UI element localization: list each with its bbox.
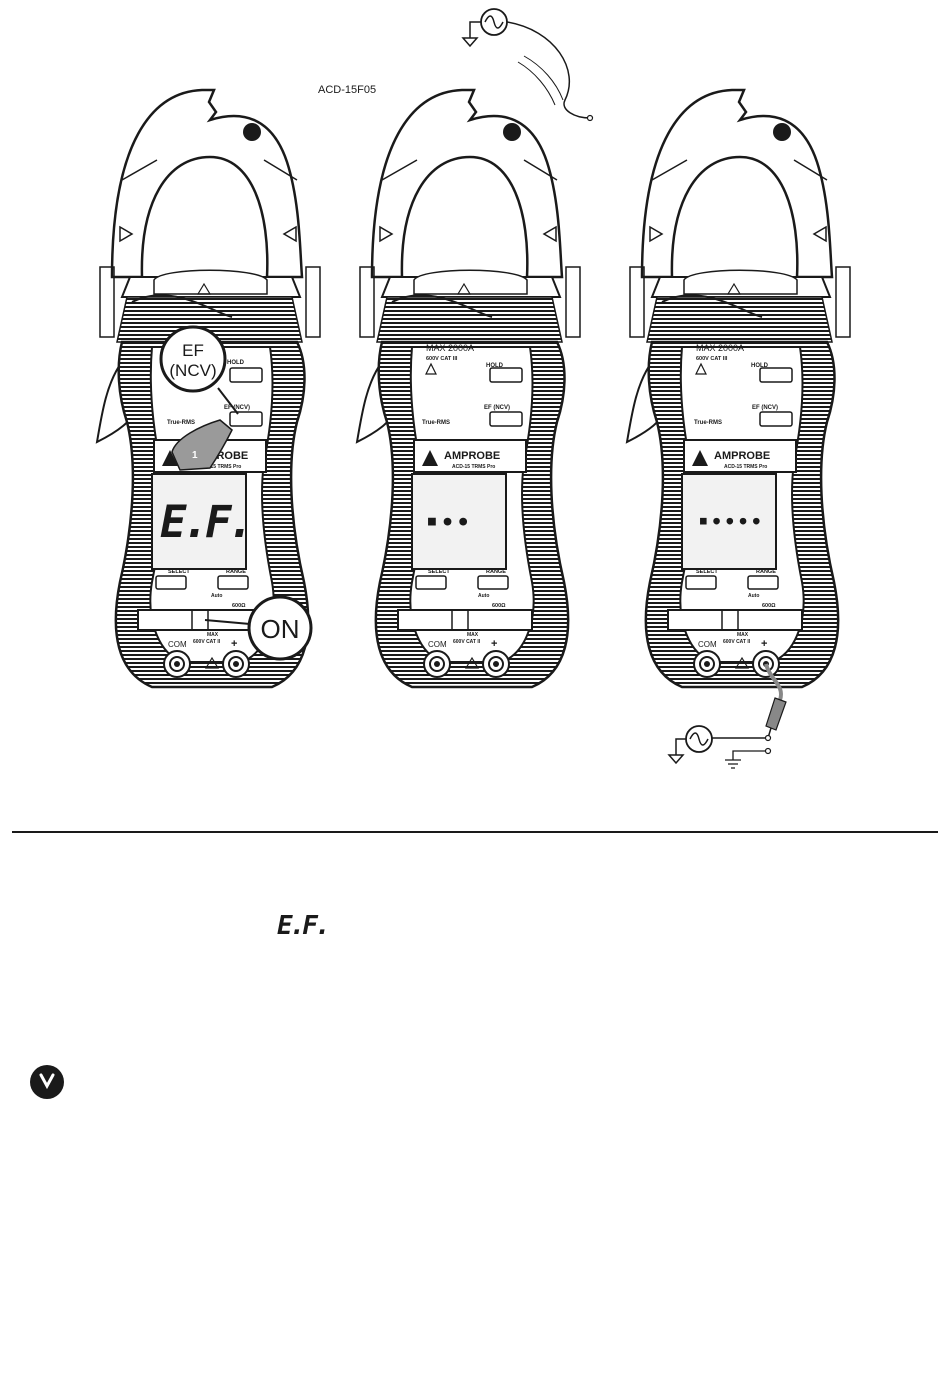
select-label: SELECT [696,569,718,575]
range-label: RANGE [486,569,506,575]
max-current-label: MAX 2000A [426,343,474,353]
true-rms-label: True-RMS [422,420,450,426]
ground-icon [667,738,686,765]
jack-category-label: 600V CAT II [453,639,481,645]
lcd-reading: E.F. [160,497,250,548]
com-label: COM [698,640,717,649]
jack-category-label: 600V CAT II [723,639,751,645]
max-label: MAX [207,632,219,638]
com-label: COM [168,640,187,649]
resistance-label: 600Ω [232,603,246,609]
callout-on: ON [261,614,300,644]
max-label: MAX [467,632,479,638]
select-label: SELECT [428,569,450,575]
hold-label: HOLD [227,360,245,366]
select-label: SELECT [168,569,190,575]
pressing-finger: 1 [171,419,233,471]
model-label: ACD-15 TRMS Pro [198,464,241,470]
auto-label: Auto [748,593,759,599]
plus-label: + [231,638,237,650]
bullet-icon [30,1065,64,1099]
step-number: 1 [192,450,198,461]
jack-category-label: 600V CAT II [193,639,221,645]
max-label: MAX [737,632,749,638]
plus-label: + [761,638,767,650]
lcd-reading: ■ ● ● ● ● [700,514,760,527]
ef-ncv-callout: EF (NCV) [159,325,239,415]
ground-icon [461,21,481,48]
hold-label: HOLD [751,363,769,369]
test-probe [667,663,787,769]
resistance-label: 600Ω [492,603,506,609]
true-rms-label: True-RMS [167,420,195,426]
lcd-reading: ■ ● ● [428,514,467,529]
model-label: ACD-15 TRMS Pro [452,464,495,470]
brand-label: AMPROBE [444,450,500,462]
brand-label: AMPROBE [714,450,770,462]
ef-label: EF (NCV) [752,405,778,411]
clamp-meter-middle: MAX 2000A 600V CAT III HOLD EF (NCV) Tru… [355,88,582,689]
category-label: 600V CAT III [696,356,728,362]
max-current-label: MAX 2000A [696,343,744,353]
range-label: RANGE [756,569,776,575]
ef-label: EF (NCV) [224,405,250,411]
figure-label: ACD-15F05 [318,84,376,96]
clamp-meter-right: MAX 2000A 600V CAT III HOLD EF (NCV) Tru… [625,88,852,689]
auto-label: Auto [211,593,222,599]
inline-ef-symbol: E.F. [277,911,328,941]
on-callout: ON [204,595,313,661]
ef-label: EF (NCV) [484,405,510,411]
plus-label: + [491,638,497,650]
auto-label: Auto [478,593,489,599]
callout-ef-line2: (NCV) [169,361,216,380]
warning-icon [695,362,707,375]
callout-ef-line1: EF [182,341,204,360]
category-label: 600V CAT III [426,356,458,362]
resistance-label: 600Ω [762,603,776,609]
range-label: RANGE [226,569,246,575]
true-rms-label: True-RMS [694,420,722,426]
warning-icon [425,362,437,375]
hold-label: HOLD [486,363,504,369]
earth-ground-icon [725,750,765,769]
model-label: ACD-15 TRMS Pro [724,464,767,470]
ac-source-wire [461,8,594,122]
com-label: COM [428,640,447,649]
